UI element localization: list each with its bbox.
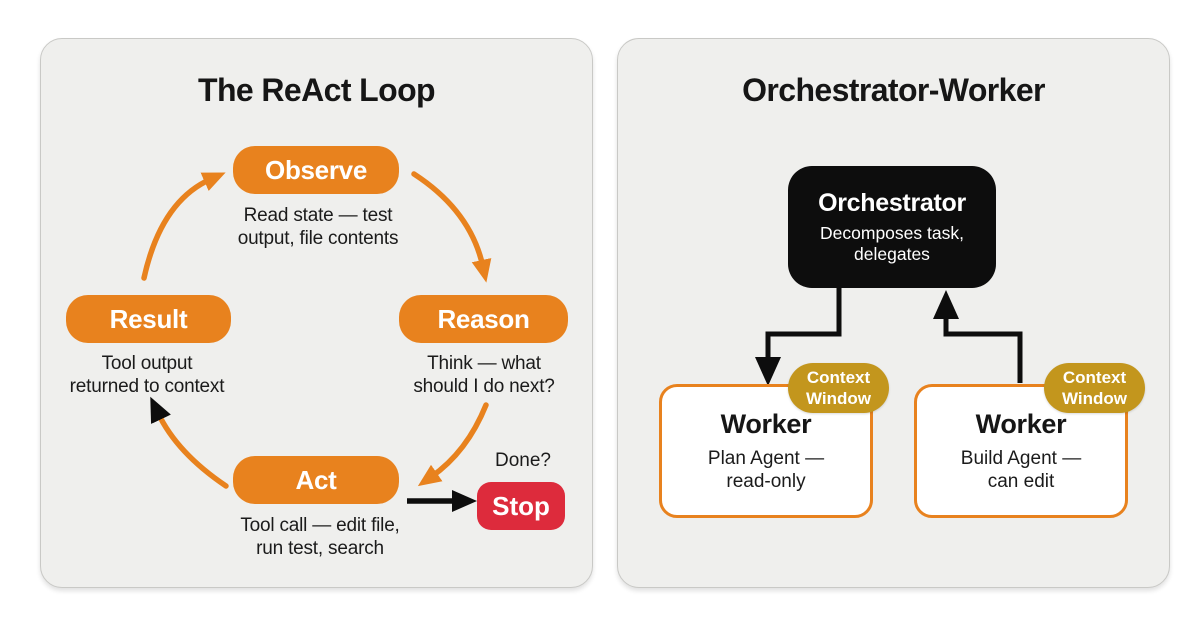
loop-arrow-result-to-observe-icon xyxy=(141,172,226,281)
loop-arrow-observe-to-reason-icon xyxy=(411,171,492,283)
node-stop: Stop xyxy=(477,482,565,530)
context-window-badge-build: Context Window xyxy=(1044,363,1145,413)
worker-plan-label: Worker xyxy=(720,409,812,439)
node-reason-label: Reason xyxy=(437,303,530,334)
node-observe: Observe xyxy=(233,146,399,194)
build-worker-to-orchestrator-arrow-icon xyxy=(933,290,1023,383)
worker-plan-caption: Plan Agent — read-only xyxy=(707,448,825,492)
node-stop-label: Stop xyxy=(492,490,550,521)
done-label: Done? xyxy=(495,450,551,471)
delegation-arrows xyxy=(755,288,1023,386)
worker-build-box: Worker Build Agent — can edit xyxy=(914,384,1128,518)
orchestrator-worker-panel: Orchestrator-Worker Orchestrator Decompo… xyxy=(617,38,1170,588)
orchestrator-label: Orchestrator xyxy=(818,189,966,217)
loop-arrow-reason-to-act-icon xyxy=(417,402,489,487)
node-result: Result xyxy=(66,295,231,343)
node-act: Act xyxy=(233,456,399,504)
observe-caption: Read state — test output, file contents xyxy=(237,205,399,249)
context-window-badge-plan: Context Window xyxy=(788,363,889,413)
act-caption: Tool call — edit file, run test, search xyxy=(240,515,400,559)
node-observe-label: Observe xyxy=(265,154,367,185)
loop-arrow-act-to-result-icon xyxy=(150,396,229,489)
reason-caption: Think — what should I do next? xyxy=(413,353,555,397)
orchestrator-worker-title: Orchestrator-Worker xyxy=(742,72,1045,108)
node-reason: Reason xyxy=(399,295,568,343)
react-loop-arrows xyxy=(141,171,492,512)
node-act-label: Act xyxy=(295,464,337,495)
orchestrator-box: Orchestrator Decomposes task, delegates xyxy=(788,166,996,288)
node-result-label: Result xyxy=(109,303,188,334)
worker-build-label: Worker xyxy=(975,409,1067,439)
orchestrator-caption: Decomposes task, delegates xyxy=(820,223,964,264)
result-caption: Tool output returned to context xyxy=(69,353,225,397)
react-loop-panel: The ReAct Loop Observe Read state — test… xyxy=(40,38,593,588)
worker-build-caption: Build Agent — can edit xyxy=(960,448,1082,492)
worker-plan-box: Worker Plan Agent — read-only xyxy=(659,384,873,518)
orchestrator-to-plan-worker-arrow-icon xyxy=(755,288,842,386)
react-loop-title: The ReAct Loop xyxy=(198,72,436,108)
